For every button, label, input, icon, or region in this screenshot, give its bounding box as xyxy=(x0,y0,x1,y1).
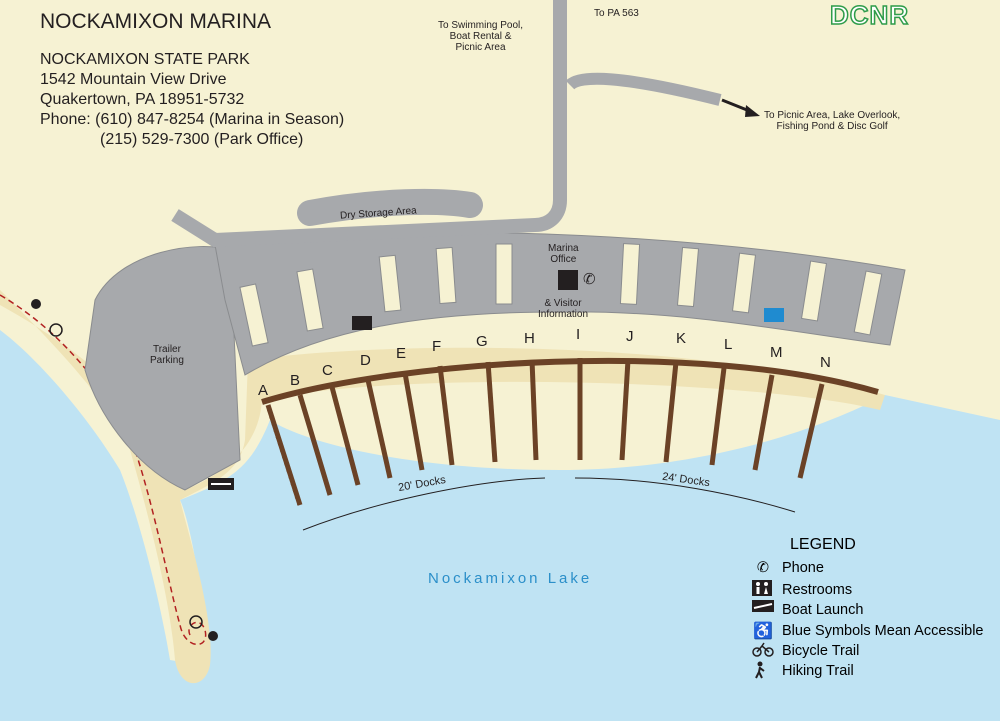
picnic-area-label: To Picnic Area, Lake Overlook,Fishing Po… xyxy=(764,110,901,132)
trailer-parking-lot xyxy=(84,246,241,491)
dock-letter-l: L xyxy=(724,336,733,353)
marina-office-building xyxy=(558,270,578,290)
boat-launch-map-icon xyxy=(208,478,234,490)
dock-letter-j: J xyxy=(626,328,634,345)
dock-letter-c: C xyxy=(322,362,333,379)
legend-item: Hiking Trail xyxy=(752,661,854,681)
phone-icon: ✆ xyxy=(756,560,770,576)
legend-title: LEGEND xyxy=(790,536,856,553)
parking-islands xyxy=(239,243,883,347)
docks24-dimension xyxy=(574,477,796,513)
hiker-map-icon xyxy=(31,299,41,309)
dock-letter-n: N xyxy=(820,354,831,371)
hiker-map-icon-2 xyxy=(208,631,218,641)
bicycle-map-icon-2 xyxy=(189,615,203,629)
accessible-icon: ♿ xyxy=(753,623,773,640)
boat-launch-icon xyxy=(752,600,774,619)
map-title: NOCKAMIXON MARINA xyxy=(40,10,272,33)
phone-park-office: (215) 529-7300 (Park Office) xyxy=(100,131,304,148)
access-road xyxy=(171,0,567,248)
legend-item: Bicycle Trail xyxy=(752,641,859,661)
city-state-zip: Quakertown, PA 18951-5732 xyxy=(40,91,245,108)
dock-letter-e: E xyxy=(396,345,407,362)
dcnr-logo: DCNR xyxy=(829,0,910,31)
dock-letter-i: I xyxy=(576,326,581,343)
swimming-pool-label: To Swimming Pool,Boat Rental &Picnic Are… xyxy=(438,20,524,53)
arrow-icon xyxy=(745,105,760,117)
boardwalk xyxy=(261,357,879,405)
phone-map-icon: ✆ xyxy=(583,271,596,288)
dock-letter-m: M xyxy=(770,344,783,361)
lake-water xyxy=(0,330,1000,721)
phone-marina: Phone: (610) 847-8254 (Marina in Season) xyxy=(40,111,345,128)
bicycle-icon xyxy=(752,642,774,660)
legend-item: Restrooms xyxy=(752,580,852,600)
dock-letter-f: F xyxy=(432,338,442,355)
dock-letter-b: B xyxy=(290,372,301,389)
bicycle-map-icon xyxy=(49,323,63,337)
docks20-dimension xyxy=(302,477,546,531)
dock-letter-h: H xyxy=(524,330,535,347)
restrooms-map-icon xyxy=(352,316,372,330)
dock-letter-a: A xyxy=(258,382,269,399)
legend-item: ♿ Blue Symbols Mean Accessible xyxy=(753,623,984,640)
dry-storage-road xyxy=(297,188,483,226)
dock-letter-g: G xyxy=(476,333,488,350)
lake-label: Nockamixon Lake xyxy=(428,570,593,587)
legend-item: ✆ Phone xyxy=(752,558,824,578)
legend-item: Boat Launch xyxy=(752,600,863,620)
docks xyxy=(265,358,825,506)
restrooms-icon xyxy=(752,580,774,599)
hiker-icon xyxy=(752,661,774,680)
park-name: NOCKAMIXON STATE PARK xyxy=(40,51,250,68)
street-address: 1542 Mountain View Drive xyxy=(40,71,227,88)
accessible-restrooms-map-icon xyxy=(764,308,784,322)
dock-letter-d: D xyxy=(360,352,371,369)
pa563-label: To PA 563 xyxy=(594,8,639,19)
picnic-road xyxy=(565,72,722,106)
dock-letter-k: K xyxy=(676,330,687,347)
